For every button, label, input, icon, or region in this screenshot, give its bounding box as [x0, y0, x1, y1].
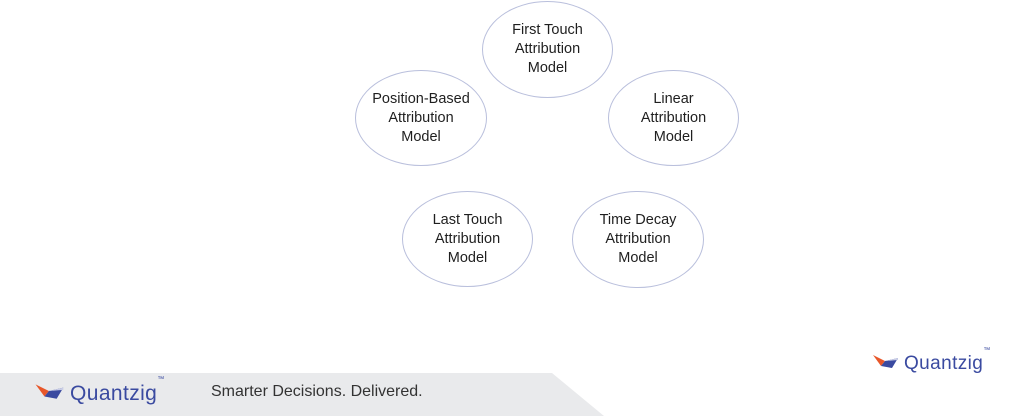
- node-label-line: Attribution: [640, 109, 707, 126]
- node-label-line: Position-Based: [372, 90, 470, 107]
- quantzig-logo-icon: [872, 352, 900, 375]
- brand-logo-top-right: Quantzig™: [872, 347, 991, 375]
- brand-name-text: Quantzig: [70, 381, 158, 405]
- brand-tm: ™: [157, 375, 165, 383]
- brand-tm: ™: [983, 346, 991, 354]
- node-linear-attribution-model: Linear Attribution Model: [608, 70, 739, 166]
- node-first-touch-attribution-model: First Touch Attribution Model: [482, 1, 613, 98]
- node-label-line: Last Touch: [432, 211, 503, 228]
- node-label-line: Linear: [653, 90, 694, 107]
- brand-name: Quantzig™: [904, 347, 991, 375]
- brand-name: Quantzig™: [70, 376, 165, 406]
- node-label-line: First Touch: [512, 22, 583, 38]
- node-label-line: Attribution: [388, 109, 454, 126]
- node-label-line: Attribution: [514, 41, 581, 57]
- node-time-decay-attribution-model: Time Decay Attribution Model: [572, 191, 704, 288]
- footer-band: [0, 373, 1024, 416]
- node-label-line: Model: [447, 249, 488, 266]
- node-label-line: Attribution: [605, 231, 671, 247]
- quantzig-logo-icon: [34, 381, 66, 406]
- node-label-line: Model: [401, 128, 441, 145]
- brand-name-text: Quantzig: [904, 352, 984, 374]
- node-label-line: Attribution: [434, 230, 501, 247]
- node-label-line: Model: [527, 60, 568, 76]
- node-label-line: Model: [618, 250, 658, 266]
- node-label-line: Model: [653, 128, 694, 145]
- node-last-touch-attribution-model: Last Touch Attribution Model: [402, 191, 533, 287]
- brand-logo-footer: Quantzig™: [34, 376, 165, 406]
- node-position-based-attribution-model: Position-Based Attribution Model: [355, 70, 487, 166]
- footer-tagline: Smarter Decisions. Delivered.: [211, 383, 423, 400]
- node-label-line: Time Decay: [599, 212, 677, 228]
